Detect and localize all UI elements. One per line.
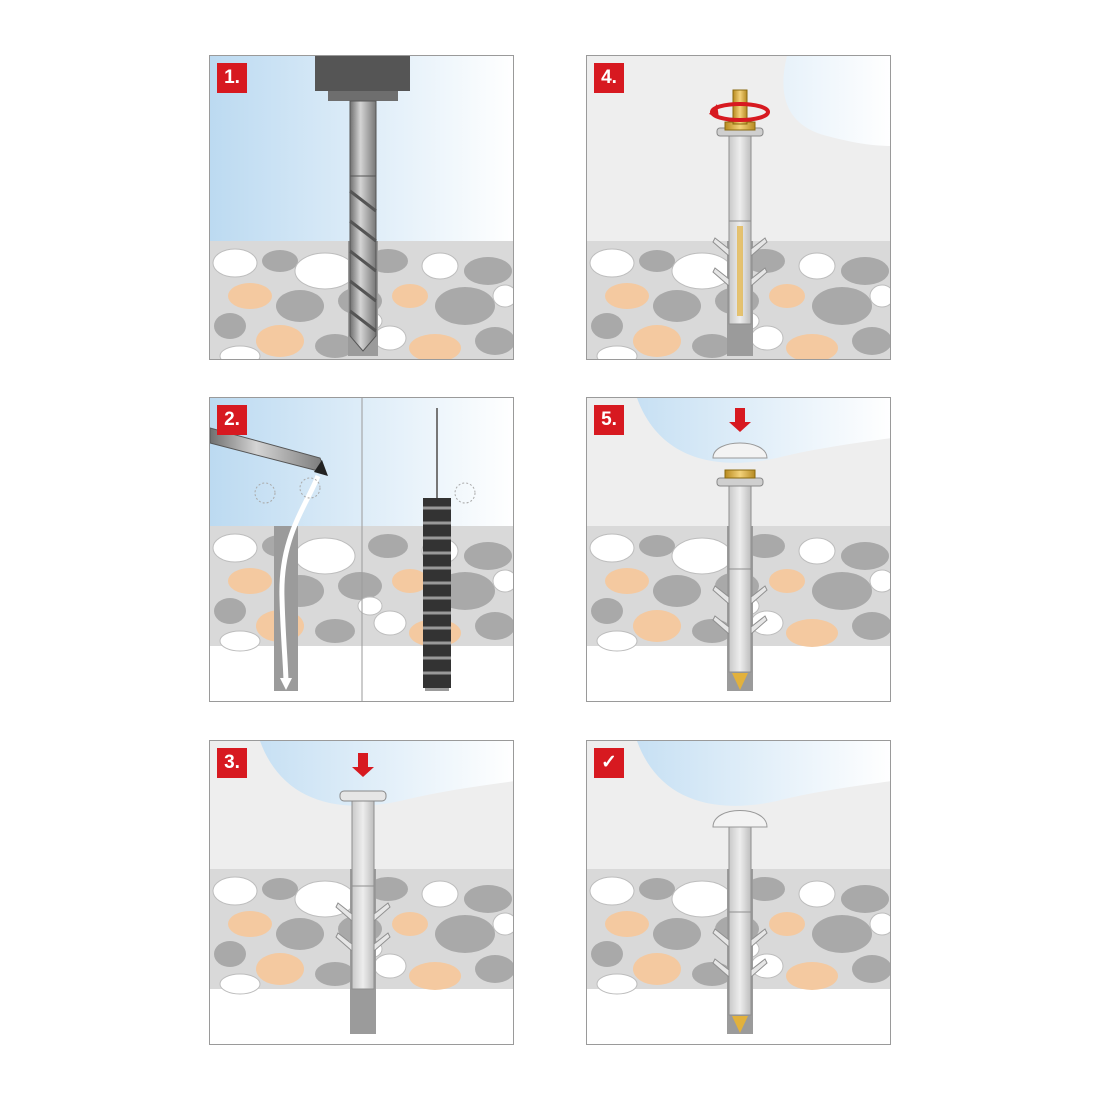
- step-number-badge: 2.: [217, 405, 247, 435]
- cap-illustration: [587, 398, 890, 691]
- step-done-panel: ✓: [586, 740, 891, 1045]
- step-5-cap-panel: 5.: [586, 397, 891, 702]
- step-3-insert-panel: 3.: [209, 740, 514, 1045]
- drill-illustration: [210, 56, 513, 359]
- step-number-badge: 3.: [217, 748, 247, 778]
- step-1-drill-panel: 1.: [209, 55, 514, 360]
- step-number-badge: 5.: [594, 405, 624, 435]
- check-mark-badge: ✓: [594, 748, 624, 778]
- step-4-screw-panel: 4.: [586, 55, 891, 360]
- step-number-badge: 1.: [217, 63, 247, 93]
- insert-illustration: [210, 741, 513, 1034]
- screw-illustration: [587, 56, 890, 359]
- finished-illustration: [587, 741, 890, 1034]
- clean-illustration: [210, 398, 513, 701]
- step-2-clean-panel: 2.: [209, 397, 514, 702]
- step-number-badge: 4.: [594, 63, 624, 93]
